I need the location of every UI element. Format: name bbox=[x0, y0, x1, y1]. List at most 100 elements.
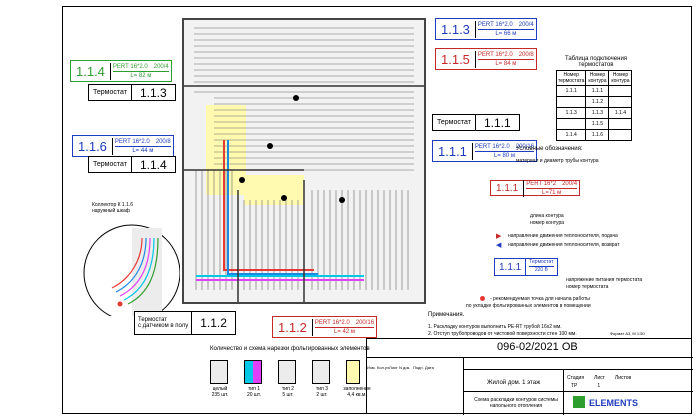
contour-spec: PERT 16*2.0 bbox=[474, 143, 510, 150]
contour-length: L= 66 м bbox=[477, 28, 534, 38]
return-arrow-icon: ◀ bbox=[496, 242, 502, 249]
floor-plan bbox=[182, 18, 426, 304]
element-type3 bbox=[312, 360, 330, 384]
revision-columns: Изм. Кол.уч Лист N док. Подп. Дата bbox=[367, 365, 434, 370]
supply-arrow-icon: ▶ bbox=[496, 233, 502, 240]
title-block-divider bbox=[463, 357, 464, 415]
legend-number-note: номер контура bbox=[530, 220, 565, 226]
start-point-icon bbox=[480, 296, 485, 301]
contour-spec: PERT 16*2.0 bbox=[477, 51, 513, 58]
thermostat-number: 1.1.1 bbox=[483, 115, 511, 130]
note-2: 2. Отступ трубопроводов от чистовой пове… bbox=[428, 331, 577, 337]
contour-number: 1.1.4 bbox=[76, 63, 105, 79]
thermostat-number: 1.1.1 bbox=[495, 259, 527, 275]
elements-logo-icon bbox=[573, 396, 585, 408]
table-row: 1.1.5 bbox=[555, 118, 633, 130]
contour-number: 1.1.1 bbox=[496, 182, 519, 194]
thermostat-number: 1.1.4 bbox=[139, 157, 167, 172]
title-block-divider bbox=[563, 369, 564, 415]
thermostat-label: Термостат bbox=[89, 85, 132, 100]
brand-name: ELEMENTS bbox=[589, 398, 639, 408]
contour-length: L= 80 м bbox=[474, 150, 535, 160]
connection-table-grid: Номер термостата Номер контура Номер кон… bbox=[555, 70, 633, 141]
contour-length: L= 84 м bbox=[477, 58, 534, 68]
contour-diameter: 200/16 bbox=[515, 143, 535, 150]
thermostat-number: 1.1.3 bbox=[139, 85, 167, 100]
contour-number: 1.1.1 bbox=[438, 143, 467, 159]
contour-diameter: 200/16 bbox=[355, 319, 375, 326]
thermostat-voltage: 220 В bbox=[529, 266, 554, 274]
document-code: 096-02/2021 ОВ bbox=[497, 341, 578, 353]
collector-note-line1: Коллектор К 1.1.6 bbox=[92, 202, 134, 208]
thermostat-114: Термостат 1.1.4 bbox=[88, 156, 176, 173]
contour-diameter: 200/4 bbox=[518, 21, 534, 28]
thermostat-111: Термостат 1.1.1 bbox=[432, 114, 520, 131]
legend-title: Условные обозначения: bbox=[516, 146, 583, 152]
contour-spec: PERT 16*2.0 bbox=[112, 63, 148, 70]
contour-number: 1.1.6 bbox=[78, 138, 107, 154]
title-block-divider bbox=[463, 391, 693, 392]
collector-note-line2: наружный шкаф bbox=[92, 208, 130, 214]
table-row: 1.1.2 bbox=[555, 96, 633, 108]
element-filler bbox=[346, 360, 360, 384]
element-type1 bbox=[244, 360, 262, 384]
legend-thermostat-number-note: номер термостата bbox=[566, 284, 609, 290]
contour-spec: PERT 16*2.0 bbox=[477, 21, 513, 28]
table-header: Номер термостата bbox=[555, 70, 587, 86]
heating-loops-drawing bbox=[184, 27, 424, 302]
thermostat-label: Термостат bbox=[529, 259, 554, 265]
thermostat-label: Термостат bbox=[433, 115, 476, 130]
notes-title: Примечания. bbox=[428, 312, 465, 318]
legend-supply-note: направление движения теплоносителя, пода… bbox=[508, 233, 618, 239]
title-block-divider bbox=[463, 369, 693, 370]
legend-point-note-2: по укладке фольгированных элементов в по… bbox=[466, 303, 591, 309]
legend-length-note: длина контура bbox=[530, 213, 564, 219]
thermostat-sublabel: с датчиком в полу bbox=[138, 323, 189, 329]
contour-length: L= 42 м bbox=[314, 326, 375, 336]
legend-pipe-note: материал и диаметр трубы контура bbox=[516, 158, 599, 164]
thermostat-113: Термостат 1.1.3 bbox=[88, 84, 176, 101]
connection-table-title: Таблица подключения термостатов bbox=[564, 56, 628, 68]
table-header: Номер контура bbox=[585, 70, 610, 86]
contour-number: 1.1.5 bbox=[441, 51, 470, 67]
title-block-header-row bbox=[367, 339, 693, 358]
table-header: Номер контура bbox=[608, 70, 633, 86]
contour-diameter: 200/8 bbox=[155, 138, 171, 145]
element-type2 bbox=[278, 360, 296, 384]
contour-number: 1.1.3 bbox=[441, 21, 470, 37]
element-whole bbox=[210, 360, 228, 384]
elements-title: Количество и схема нарезки фольгированны… bbox=[210, 346, 370, 352]
thermostat-label: Термостат bbox=[89, 157, 132, 172]
format-note: Формат А3, М 1:50 bbox=[610, 331, 645, 336]
legend-voltage-note: напряжение питания термостата bbox=[566, 277, 643, 283]
contour-spec: PERT 16*2.0 bbox=[114, 138, 150, 145]
thermostat-112: Термостат с датчиком в полу 1.1.2 bbox=[134, 311, 236, 335]
collector-note: Коллектор К 1.1.6 наружный шкаф bbox=[92, 202, 133, 214]
legend-thermostat-sample: 1.1.1 Термостат 220 В bbox=[494, 258, 558, 276]
contour-length: L=71 м bbox=[526, 187, 578, 197]
contour-spec: PERT 16*2.0 bbox=[314, 319, 350, 326]
contour-length: L= 82 м bbox=[112, 70, 169, 80]
contour-diameter: 200/8 bbox=[518, 51, 534, 58]
thermostat-label: Термостат bbox=[138, 317, 168, 323]
contour-number: 1.1.2 bbox=[278, 319, 307, 335]
connection-table: Таблица подключения термостатов Номер те… bbox=[555, 56, 636, 141]
legend-point-note-1: - рекомендуемая точка для начала работы bbox=[490, 296, 590, 302]
note-1: 1. Раскладку контуров выполнить PE-RT тр… bbox=[428, 324, 562, 330]
contour-length: L= 44 м bbox=[114, 145, 171, 155]
legend-return-note: направление движения теплоносителя, возв… bbox=[508, 242, 620, 248]
thermostat-number: 1.1.2 bbox=[200, 316, 227, 330]
